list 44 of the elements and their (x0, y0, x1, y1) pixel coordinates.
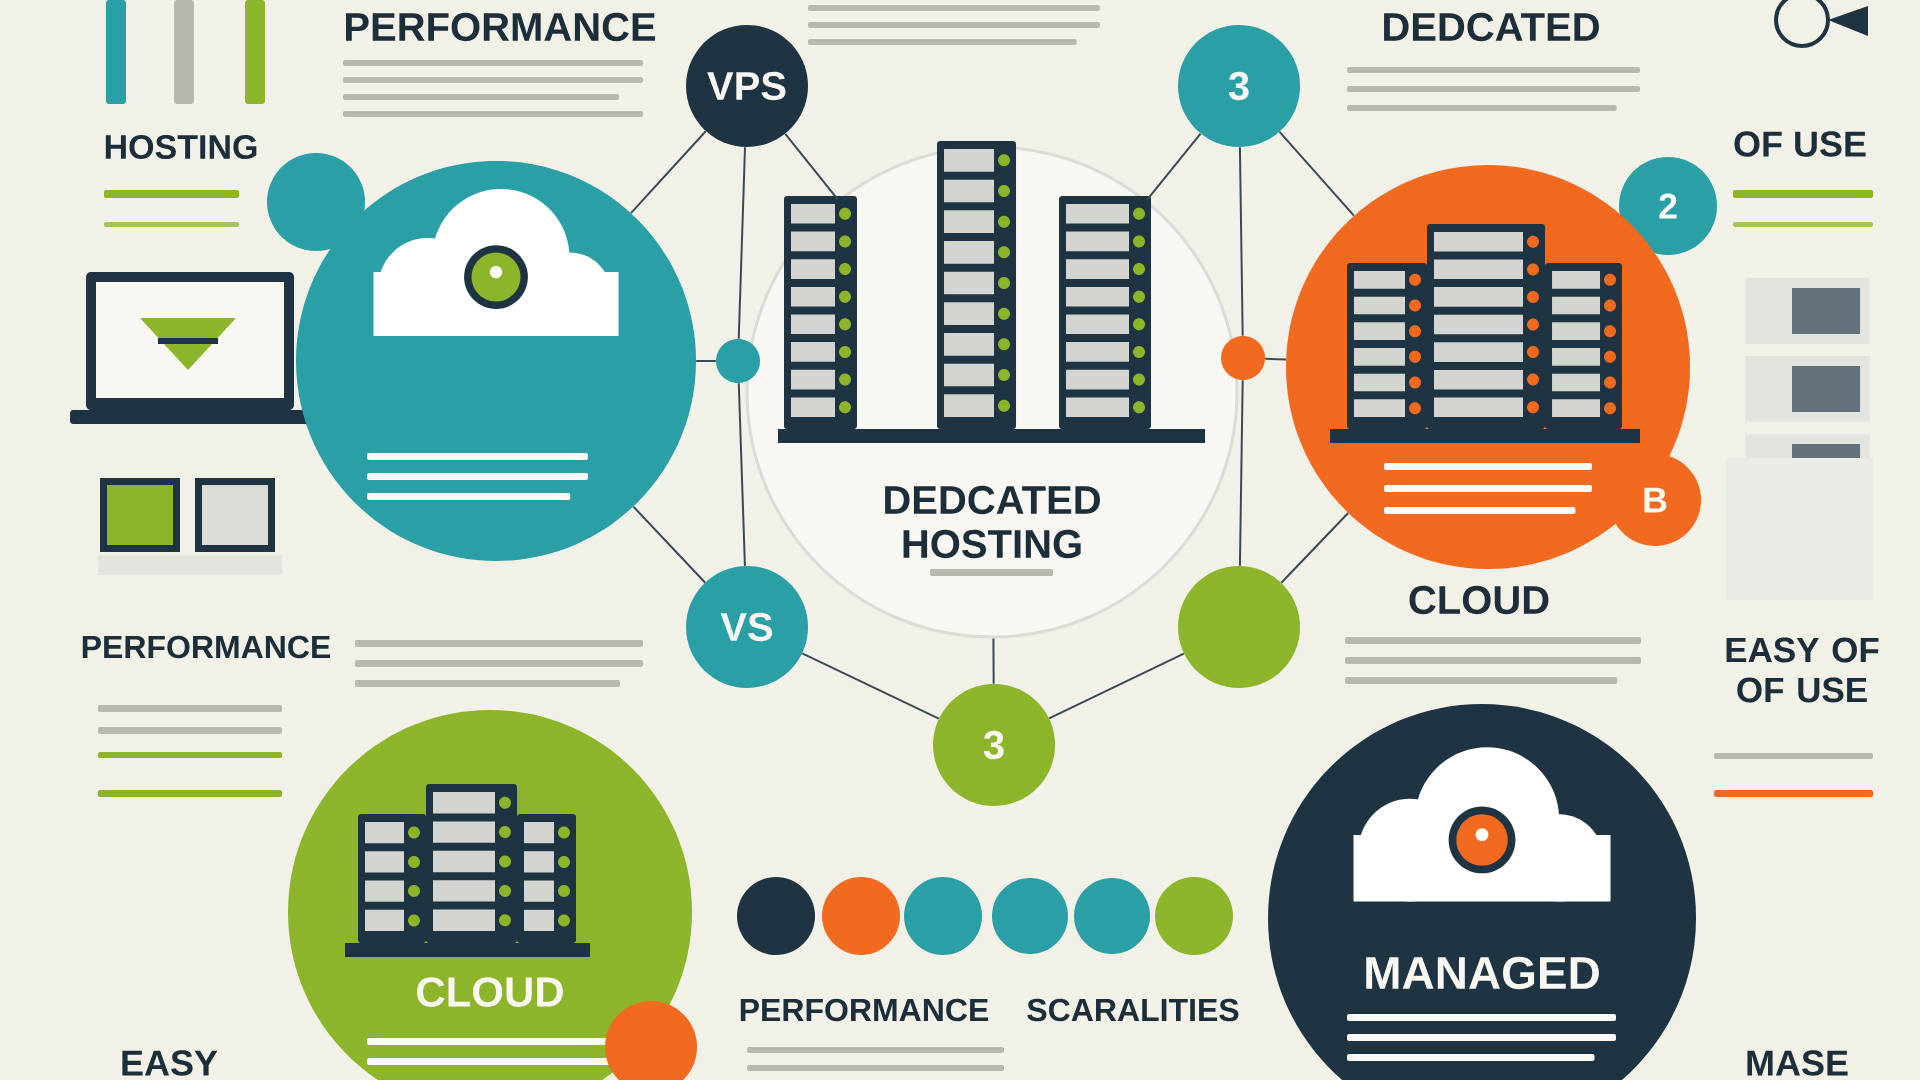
circle-badge: VS (686, 566, 808, 688)
node-label: B (1644, 487, 1667, 513)
connector-line (1280, 512, 1350, 584)
connector-line (1238, 379, 1244, 567)
circle-badge (267, 153, 365, 251)
connector-line (737, 146, 746, 340)
circle-badge: VPS (686, 25, 808, 147)
heading-label: SCARALITIES (1027, 998, 1239, 1022)
heading-label: PERFORMANCE (740, 998, 989, 1022)
connector-line (784, 132, 839, 201)
connector-line (1264, 357, 1287, 361)
connector-line (1145, 132, 1202, 202)
circle-badge (992, 878, 1068, 954)
heading-label: PERFORMANCE (82, 635, 331, 659)
heading-label: EASY (122, 1050, 218, 1076)
connector-line (695, 360, 717, 362)
connector-line (632, 505, 706, 584)
circle-badge: 2 (1619, 157, 1717, 255)
circle-badge: 3 (933, 684, 1055, 806)
connector-line (1278, 130, 1355, 217)
connector-line (737, 382, 746, 567)
circle-badge: 3 (1178, 25, 1300, 147)
connector-line (1238, 146, 1244, 337)
connector-line (992, 637, 995, 685)
circle-badge (1155, 877, 1233, 955)
circle-badge (1178, 566, 1300, 688)
connector-line (1048, 652, 1185, 720)
heading-label: CLOUD (1409, 585, 1549, 615)
circle-badge (716, 339, 760, 383)
circle-badge (1074, 878, 1150, 954)
heading-label: MASE (1747, 1050, 1848, 1076)
circle-badge (737, 877, 815, 955)
connector-line (629, 130, 707, 215)
circle-badge (605, 1001, 697, 1080)
heading-label: EASY OF OF USE (1726, 637, 1879, 703)
circle-badge: B (1609, 454, 1701, 546)
circle-badge (904, 877, 982, 955)
circle-badge (822, 877, 900, 955)
heading-label: DEDCATED (1384, 12, 1599, 42)
heading-label: OF USE (1734, 131, 1866, 157)
connector-line (801, 652, 940, 720)
circle-badge (1221, 336, 1265, 380)
heading-label: HOSTING (105, 134, 257, 160)
heading-label: PERFORMANCE (346, 12, 656, 42)
